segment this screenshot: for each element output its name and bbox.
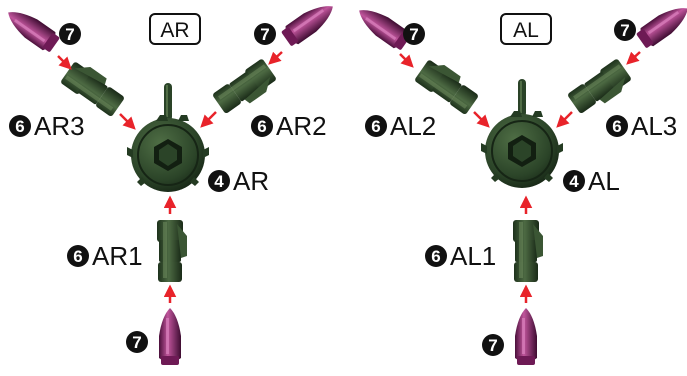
badge-arm-al2 (365, 115, 387, 137)
tip-part-al-right (634, 0, 687, 51)
badge-tip-al-left (403, 23, 425, 45)
tip-part-al-bottom (515, 308, 537, 365)
label-al2: AL2 (390, 111, 436, 141)
badge-tip-ar-right (254, 23, 276, 45)
label-ar3: AR3 (34, 111, 85, 141)
arrow-al-arm3 (556, 111, 573, 128)
badge-tip-ar-bottom-num: 7 (132, 333, 141, 352)
arm-part-al3 (566, 58, 635, 119)
arm-part-al1 (513, 220, 543, 282)
arrow-ar-tip-left (57, 55, 72, 70)
label-ar2: AR2 (276, 111, 327, 141)
badge-hub-al (563, 170, 585, 192)
arrow-ar-arm3 (119, 113, 136, 130)
badge-arm-ar3 (9, 115, 31, 137)
assembly-ar: AR 7 7 7 6 AR3 6 AR2 4 AR (1, 0, 340, 365)
tip-part-ar-bottom (159, 308, 181, 365)
badge-arm-al2-num: 6 (371, 117, 380, 136)
badge-hub-ar (208, 170, 230, 192)
badge-arm-al3-num: 6 (612, 117, 621, 136)
badge-arm-ar3-num: 6 (15, 117, 24, 136)
tip-part-ar-left (1, 3, 62, 55)
badge-tip-al-left-num: 7 (409, 25, 418, 44)
arrow-al-arm2 (473, 111, 490, 128)
tip-part-al-left (352, 1, 413, 53)
badge-arm-ar1-num: 6 (73, 247, 82, 266)
badge-hub-ar-num: 4 (214, 172, 224, 191)
badge-arm-al1-num: 6 (431, 247, 440, 266)
badge-hub-al-num: 4 (569, 172, 579, 191)
label-al3: AL3 (631, 111, 677, 141)
assembly-al: AL 7 7 7 6 AL2 6 AL3 4 AL 6 AL1 (352, 0, 687, 365)
badge-tip-al-right-num: 7 (620, 21, 629, 40)
arm-part-al2 (413, 55, 482, 117)
label-al-hub: AL (588, 166, 620, 196)
badge-arm-ar2 (251, 115, 273, 137)
badge-tip-ar-left (59, 23, 81, 45)
arm-part-ar1 (157, 220, 187, 282)
label-ar-hub: AR (233, 166, 269, 196)
label-ar1: AR1 (92, 241, 143, 271)
arrow-al-tip-right (626, 51, 641, 65)
tip-part-ar-right (279, 0, 340, 49)
badge-arm-al1 (425, 245, 447, 267)
label-al1: AL1 (450, 241, 496, 271)
badge-tip-al-bottom (482, 334, 504, 356)
ar-title-box (149, 13, 201, 45)
arrow-ar-arm2 (200, 111, 217, 128)
badge-tip-al-right (614, 19, 636, 41)
badge-tip-al-bottom-num: 7 (488, 336, 497, 355)
ar-title: AR (160, 19, 189, 42)
badge-tip-ar-bottom (126, 331, 148, 353)
arrow-al-tip-left (399, 53, 414, 68)
badge-tip-ar-right-num: 7 (260, 25, 269, 44)
badge-arm-ar2-num: 6 (257, 117, 266, 136)
arrow-ar-tip-right (268, 51, 283, 65)
arm-part-ar2 (211, 58, 280, 119)
badge-tip-ar-left-num: 7 (65, 25, 74, 44)
al-title: AL (513, 19, 539, 42)
al-title-box (500, 13, 552, 45)
badge-arm-al3 (606, 115, 628, 137)
hub-part-ar (126, 82, 210, 193)
badge-arm-ar1 (67, 245, 89, 267)
hub-part-al (480, 78, 564, 189)
